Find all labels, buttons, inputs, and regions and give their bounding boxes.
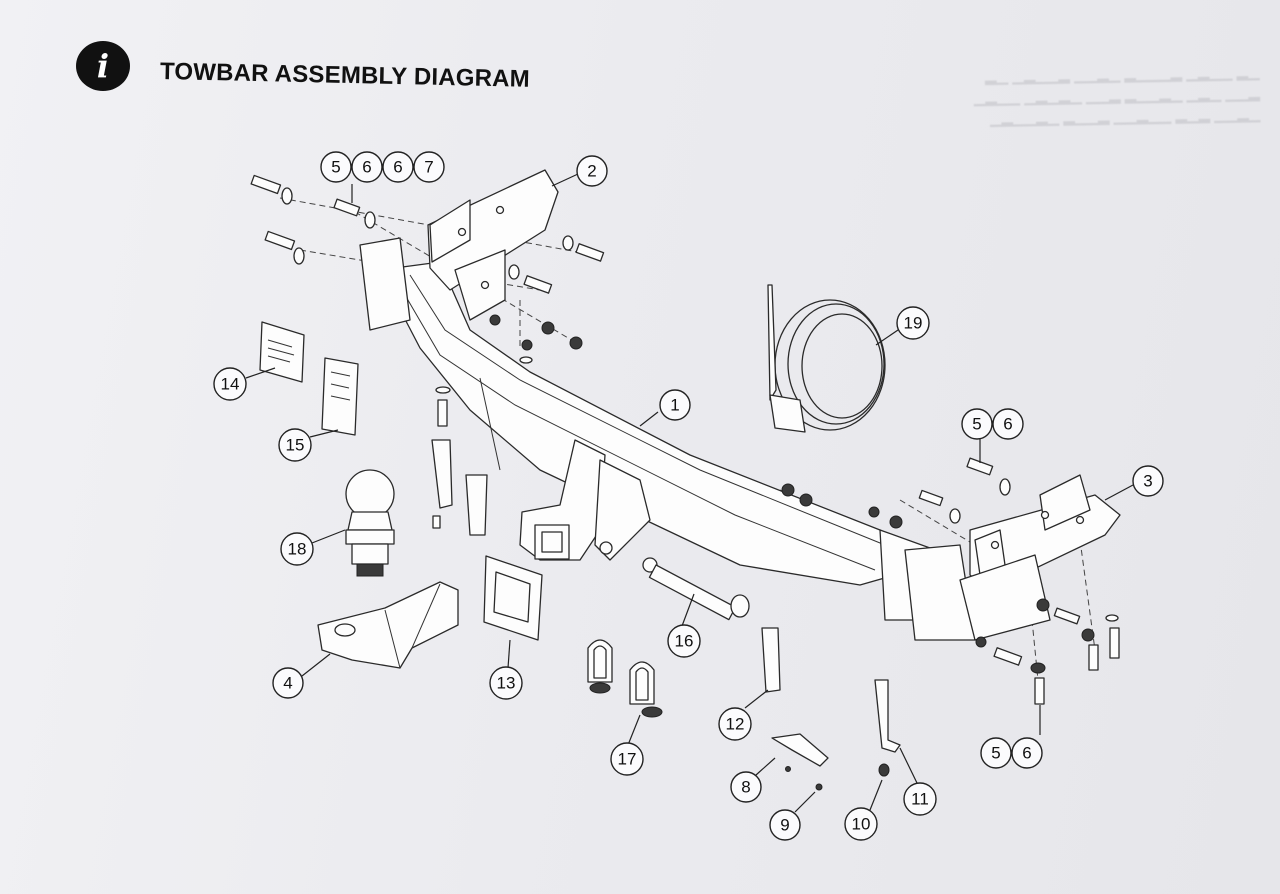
callout-8-label: 8	[741, 778, 750, 797]
callout-10: 10	[844, 807, 878, 841]
callout-5-top: 5	[320, 151, 352, 183]
callout-4: 4	[272, 667, 304, 699]
part-shackles	[587, 639, 663, 718]
callout-11-label: 11	[911, 790, 929, 809]
callout-11: 11	[903, 782, 937, 816]
callout-13-label: 13	[497, 674, 516, 693]
callout-19: 19	[896, 306, 930, 340]
part-straps	[431, 439, 781, 693]
callout-2: 2	[576, 155, 608, 187]
part-small-brackets	[771, 679, 901, 791]
callout-5-bottom-label: 5	[991, 744, 1000, 763]
part-right-bracket	[959, 474, 1121, 641]
callout-6-bottom-label: 6	[1022, 744, 1031, 763]
callout-5-top-label: 5	[331, 158, 340, 177]
callout-8: 8	[730, 771, 762, 803]
part-left-bracket	[427, 169, 559, 321]
part-tongue	[317, 581, 459, 669]
callout-16: 16	[667, 624, 701, 658]
fasteners-left	[250, 174, 605, 427]
callout-3: 3	[1132, 465, 1164, 497]
callout-9: 9	[769, 809, 801, 841]
fasteners-right	[781, 457, 1120, 705]
callout-6-top-b-label: 6	[393, 158, 402, 177]
callout-16-label: 16	[675, 632, 694, 651]
callout-1: 1	[659, 389, 691, 421]
callout-3-label: 3	[1143, 472, 1152, 491]
part-crossbar	[359, 237, 976, 641]
callout-13: 13	[489, 666, 523, 700]
callout-15-label: 15	[286, 436, 305, 455]
part-receiver-cover	[483, 555, 543, 641]
callout-4-label: 4	[283, 674, 292, 693]
callout-6-bottom: 6	[1011, 737, 1043, 769]
callout-17: 17	[610, 742, 644, 776]
callout-6-top-a: 6	[351, 151, 383, 183]
info-icon: i	[76, 41, 130, 91]
callout-6-top-b: 6	[382, 151, 414, 183]
part-labels	[259, 321, 359, 436]
callout-18: 18	[280, 532, 314, 566]
callout-19-label: 19	[904, 314, 923, 333]
callout-6-right-label: 6	[1003, 415, 1012, 434]
callout-5-right: 5	[961, 408, 993, 440]
callout-5-right-label: 5	[972, 415, 981, 434]
part-hitch-pin	[642, 557, 750, 621]
callout-18-label: 18	[288, 540, 307, 559]
leader-lines	[245, 173, 1134, 813]
callout-12: 12	[718, 707, 752, 741]
callout-15: 15	[278, 428, 312, 462]
part-towball	[345, 469, 395, 577]
callout-6-top-a-label: 6	[362, 158, 371, 177]
callouts: 1 2 3 4 5 6 6 7 5 6 5 6 8 9 10 11 12 13 …	[213, 151, 1164, 841]
callout-2-label: 2	[587, 162, 596, 181]
callout-14-label: 14	[221, 375, 240, 394]
callout-10-label: 10	[852, 815, 871, 834]
callout-6-right: 6	[992, 408, 1024, 440]
callout-9-label: 9	[780, 816, 789, 835]
callout-17-label: 17	[618, 750, 637, 769]
callout-14: 14	[213, 367, 247, 401]
part-wiring-harness	[767, 284, 886, 433]
callout-7: 7	[413, 151, 445, 183]
callout-12-label: 12	[726, 715, 745, 734]
callout-5-bottom: 5	[980, 737, 1012, 769]
callout-1-label: 1	[670, 396, 679, 415]
callout-7-label: 7	[424, 158, 433, 177]
